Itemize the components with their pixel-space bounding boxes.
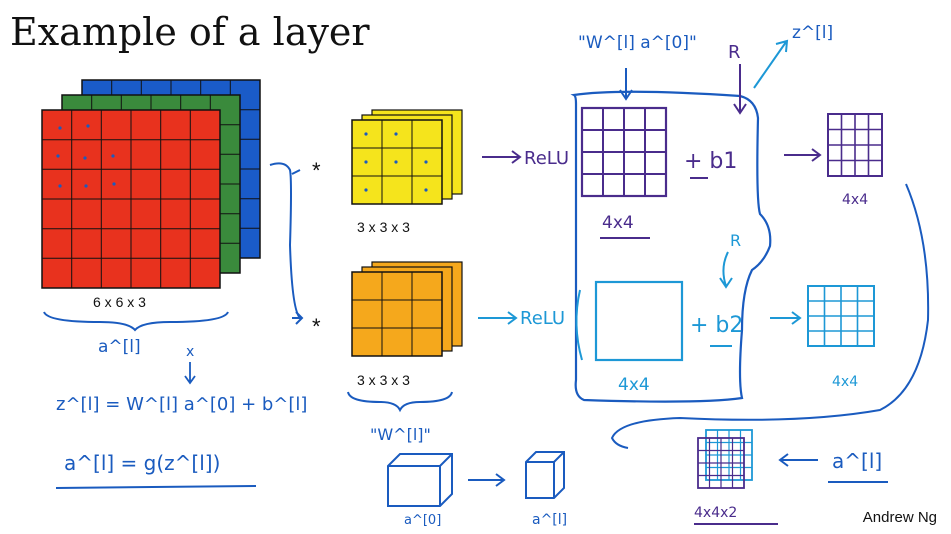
filter-1: [351, 109, 463, 205]
bias-2-label: + b2: [690, 313, 743, 338]
x-label: x: [186, 344, 194, 360]
cube-right: [525, 451, 565, 499]
convolution-operator-1: *: [312, 158, 321, 183]
red-channel: [41, 109, 221, 289]
z-label: z^[l]: [792, 23, 833, 43]
conv-output-1: [580, 106, 668, 198]
equation-z: z^[l] = W^[l] a^[0] + b^[l]: [56, 394, 307, 415]
activation-output-1: [827, 113, 883, 177]
arrow-to-relu-2: [478, 311, 518, 325]
filter-2: [351, 261, 463, 357]
output-stack-dims: 4x4x2: [694, 505, 737, 521]
cube-left-label: a^[0]: [404, 513, 441, 528]
filters-brace: [347, 391, 453, 413]
relu-2-label: ReLU: [520, 308, 565, 329]
input-dims-label: 6 x 6 x 3: [93, 294, 146, 310]
relu-mark-2: R: [730, 231, 741, 250]
input-brace: [43, 311, 229, 332]
bias-1-label: + b1: [684, 149, 737, 174]
conv-output-1-dims: 4x4: [602, 213, 634, 233]
author-credit: Andrew Ng: [862, 509, 937, 526]
input-volume-label: a^[l]: [98, 337, 141, 357]
next-activation-label: a^[l]: [832, 449, 882, 473]
relu-mark-1: R: [728, 42, 741, 63]
slide-title: Example of a layer: [10, 10, 370, 54]
filter-2-dims: 3 x 3 x 3: [357, 372, 410, 388]
top-annotation: "W^[l] a^[0]": [578, 33, 697, 53]
activation-output-2-dims: 4x4: [832, 374, 858, 390]
arrow-to-relu-1: [482, 150, 522, 164]
output-stack: [697, 429, 753, 489]
layer-box: [570, 90, 772, 403]
activation-output-1-dims: 4x4: [842, 192, 868, 208]
input-volume: [41, 79, 261, 289]
equation-a: a^[l] = g(z^[l]): [64, 451, 220, 475]
cube-right-label: a^[l]: [532, 512, 567, 528]
stack-arrow: [610, 183, 930, 449]
cube-left: [387, 453, 453, 507]
relu-1-label: ReLU: [524, 148, 569, 169]
arrow-to-output-1: [784, 148, 822, 162]
filter-1-dims: 3 x 3 x 3: [357, 219, 410, 235]
conv-output-2-dims: 4x4: [618, 375, 650, 395]
branch-arrow: [269, 162, 301, 319]
conv-output-2: [594, 280, 684, 362]
convolution-operator-2: *: [312, 314, 321, 339]
arrow-to-output-2: [770, 311, 802, 325]
activation-output-2: [807, 285, 875, 347]
filters-label: "W^[l]": [370, 425, 431, 444]
